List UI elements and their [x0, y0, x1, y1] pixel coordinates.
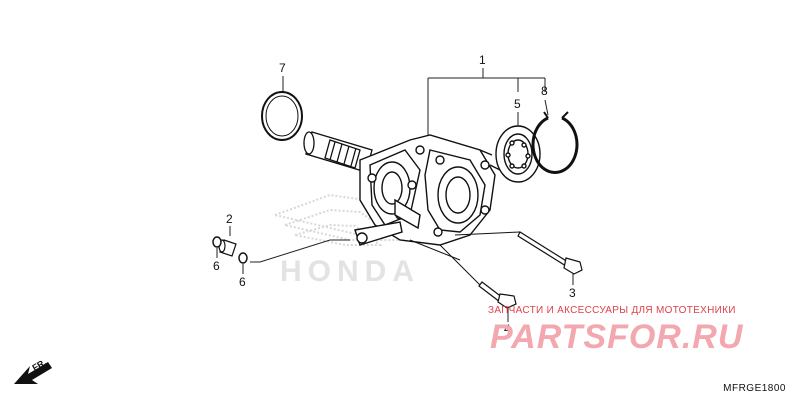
callout-6-right: 6 [239, 275, 246, 289]
shop-logo: PARTSFOR.RU [490, 318, 744, 356]
assembly-guides [409, 231, 521, 286]
callout-8: 8 [541, 84, 548, 98]
honda-watermark: HONDA [280, 255, 420, 288]
callout-2: 2 [226, 212, 233, 226]
snap-ring [531, 116, 579, 175]
washer-right [238, 252, 248, 264]
final-drive-housing [354, 134, 501, 246]
callout-1: 1 [479, 53, 486, 67]
callout-4: 4 [504, 322, 511, 336]
output-shaft [303, 131, 373, 173]
leader-1 [427, 68, 546, 140]
callout-5: 5 [514, 97, 521, 111]
drawing-code: MFRGE1800 [723, 383, 786, 394]
front-arrow-icon [14, 362, 52, 384]
bearing [495, 125, 541, 183]
leader-6-group [250, 239, 350, 263]
leader-8 [544, 99, 549, 116]
callout-7: 7 [279, 61, 286, 75]
callout-3: 3 [569, 286, 576, 300]
shop-tagline: ЗАПЧАСТИ И АКСЕССУАРЫ ДЛЯ МОТОТЕХНИКИ [488, 305, 736, 316]
bolt-3 [517, 231, 583, 275]
o-ring [261, 91, 303, 141]
callout-6-left: 6 [213, 259, 220, 273]
washer-left [212, 236, 222, 248]
